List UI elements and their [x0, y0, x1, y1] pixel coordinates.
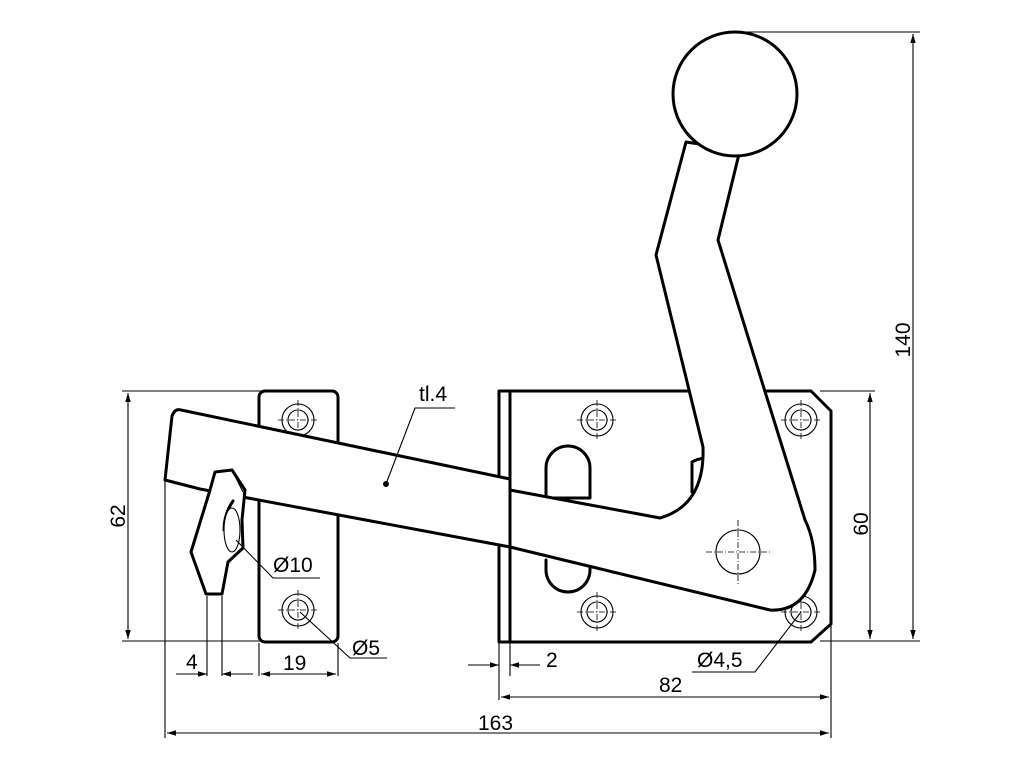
hole-keeper-label: Ø5	[352, 637, 380, 660]
latch-pin	[189, 468, 247, 596]
dimension-labels: tl.4 140 60 62 Ø10 Ø5 Ø4,5 4 19 2 82 163	[107, 322, 915, 735]
keeper-width-label: 19	[283, 652, 306, 675]
leader-lines	[235, 407, 802, 673]
extension-lines	[122, 31, 920, 738]
handle-knob	[671, 30, 799, 158]
hole-plate-label: Ø4,5	[697, 649, 743, 672]
hole-large-label: Ø10	[273, 554, 313, 577]
overall-height-label: 140	[892, 322, 915, 357]
plate-height-label: 60	[850, 512, 873, 535]
lever-handle	[508, 30, 817, 612]
keeper-height-label: 62	[107, 504, 130, 527]
hex-nut	[706, 520, 770, 585]
overall-width-label: 163	[478, 712, 513, 735]
dimension-lines	[125, 34, 916, 736]
handle-thickness-label: 4	[186, 651, 198, 674]
thickness-label: tl.4	[419, 383, 447, 406]
gap-label: 2	[546, 649, 558, 672]
plate-width-label: 82	[659, 674, 682, 697]
